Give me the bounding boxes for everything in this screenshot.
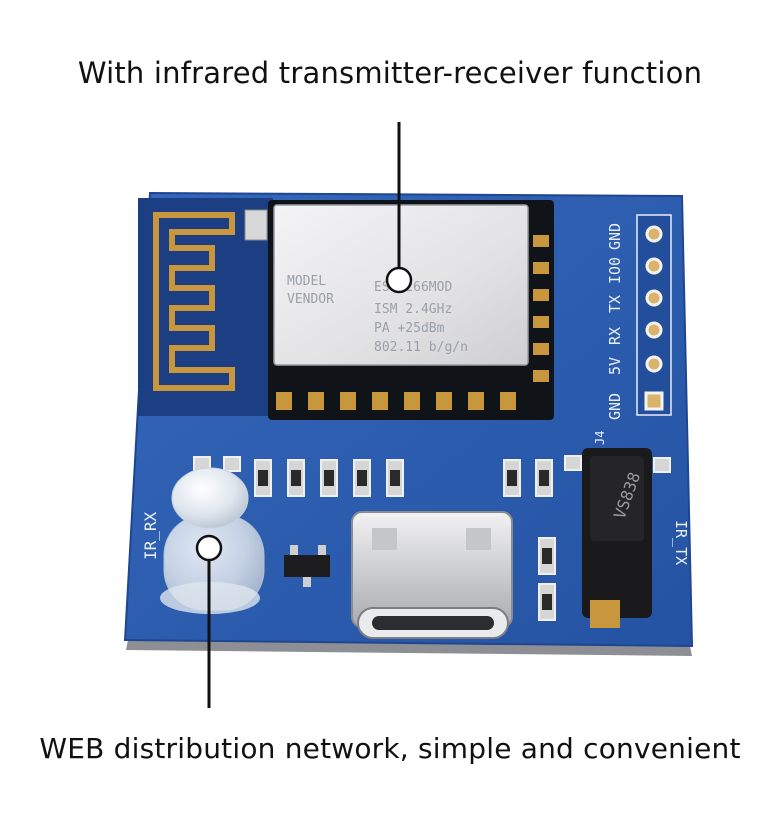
shield-vendor-label: VENDOR (287, 292, 334, 307)
shield-spec-std: 802.11 b/g/n (374, 340, 468, 355)
pin-header: GND 5V RX TX IO0 GND (606, 214, 672, 420)
transistor (284, 545, 330, 587)
shield-spec-pa: PA +25dBm (374, 321, 445, 336)
shield-spec-ism: ISM 2.4GHz (374, 302, 452, 317)
pin-label-gnd2: GND (606, 223, 624, 250)
usb-c-connector (351, 511, 513, 639)
ir-tx-label: IR_TX (672, 520, 690, 565)
pin-label-rx: RX (606, 327, 624, 345)
callout-bottom (195, 534, 223, 708)
pin-label-gnd: GND (606, 393, 624, 420)
ir-rx-label: IR_RX (141, 511, 160, 560)
callout-top (385, 122, 413, 294)
caption-bottom: WEB distribution network, simple and con… (39, 732, 741, 765)
esp-module: MODEL VENDOR ESP8266MOD ISM 2.4GHz PA +2… (268, 200, 554, 420)
shield-model-label: MODEL (287, 274, 326, 289)
ir-receiver: VS838 (582, 448, 652, 628)
shield-model-value: ESP8266MOD (374, 280, 452, 295)
pin-label-tx: TX (606, 295, 624, 313)
caption-top: With infrared transmitter-receiver funct… (77, 56, 703, 90)
pcb-antenna (138, 198, 273, 416)
j4-label: J4 (593, 431, 607, 445)
pin-label-5v: 5V (606, 357, 624, 375)
pin-label-io0: IO0 (606, 257, 624, 284)
